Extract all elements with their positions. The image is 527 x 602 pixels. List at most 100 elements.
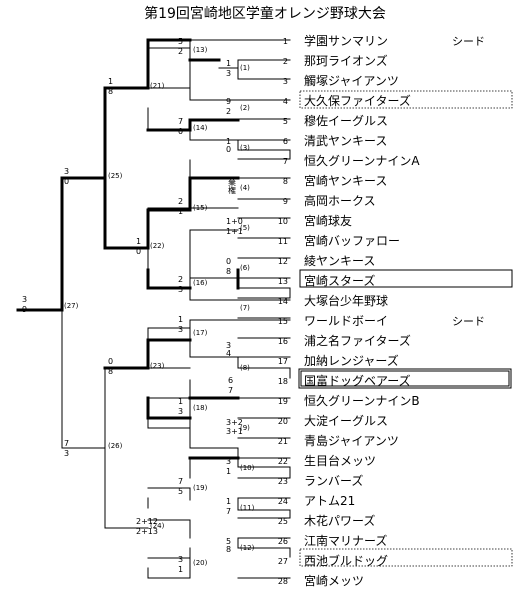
score-value: 2+13 (136, 527, 158, 536)
team-number: 15 (278, 317, 288, 326)
score-value: 7 (178, 117, 183, 126)
score-value: 8 (226, 545, 231, 554)
score-value: 1 (136, 237, 141, 246)
team-number: 28 (278, 577, 288, 586)
score-value: 8 (226, 267, 231, 276)
score-value: 1 (226, 497, 231, 506)
score-value: 3 (22, 295, 27, 304)
team-number: 12 (278, 257, 288, 266)
score-value: 9 (22, 305, 27, 314)
score-value: 0 (226, 257, 231, 266)
score-value: 2+12 (136, 517, 158, 526)
team-entry: 2 那珂ライオンズ (283, 53, 388, 68)
match-label: (27) (64, 302, 79, 310)
score-value: 0 (108, 357, 113, 366)
team-entry: 15 ワールドボーイ シード (278, 314, 485, 328)
team-entry: 16 浦之名ファイターズ (278, 333, 411, 348)
match-label: (1) (240, 64, 250, 72)
team-name: 国富ドッグベアーズ (304, 373, 411, 388)
match-label: (16) (193, 279, 208, 287)
team-number: 26 (278, 537, 288, 546)
team-name: 加納レンジャーズ (304, 353, 399, 368)
team-name: 浦之名ファイターズ (304, 333, 411, 348)
match-label: (3) (240, 144, 250, 152)
team-number: 25 (278, 517, 288, 526)
team-number: 16 (278, 337, 288, 346)
score-value: 9 (226, 97, 231, 106)
team-entry: 18 国富ドッグベアーズ (278, 373, 411, 388)
team-name: ワールドボーイ (304, 314, 388, 328)
team-name: 青島ジャイアンツ (304, 433, 399, 448)
team-number: 1 (283, 37, 288, 46)
score-value: 3 (178, 285, 183, 294)
team-highlight-box (299, 548, 513, 567)
team-name: 穆佐イーグルス (304, 113, 388, 128)
score-value: 0 (64, 177, 69, 186)
team-name: 恒久グリーンナインB (304, 394, 420, 408)
team-name: 宮崎ヤンキース (304, 173, 387, 188)
team-number: 8 (283, 177, 288, 186)
match-label: (2) (240, 104, 250, 112)
score-value: 1+0 (226, 217, 243, 226)
team-number: 9 (283, 197, 288, 206)
match-labels: (1)(2)(3)(4)(5)(6)(7)(8)(9)(10)(11)(12)(… (64, 46, 255, 567)
team-highlight-box (300, 370, 510, 387)
score-value: 3 (64, 449, 69, 458)
team-name: 宮崎スターズ (304, 273, 375, 288)
team-name: 江南マリナーズ (304, 533, 387, 548)
score-value: 5 (178, 487, 183, 496)
score-value: 0 (226, 145, 231, 154)
score-value: 1 (226, 137, 231, 146)
team-number: 17 (278, 357, 288, 366)
match-label: (6) (240, 264, 250, 272)
team-name: 大塚台少年野球 (304, 293, 388, 308)
team-number: 21 (278, 437, 288, 446)
team-name: 西池ブルドッグ (304, 553, 388, 568)
team-name: 宮崎バッファロー (304, 233, 400, 248)
seed-note: シード (452, 315, 485, 328)
team-number: 20 (278, 417, 288, 426)
match-label: (26) (108, 442, 123, 450)
team-number: 10 (278, 217, 288, 226)
team-name: アトム21 (304, 494, 355, 508)
page-title: 第19回宮崎地区学童オレンジ野球大会 (144, 5, 386, 22)
score-value: 6 (228, 376, 233, 385)
score-value: 8 (108, 367, 113, 376)
team-number: 18 (278, 377, 288, 386)
scores: 5213927010棄権211+01+110082318133467133+23… (22, 37, 243, 574)
match-label: (5) (240, 224, 250, 232)
team-name: 那珂ライオンズ (304, 53, 388, 68)
score-value: 1 (178, 565, 183, 574)
score-value: 3 (64, 167, 69, 176)
team-highlight-box (299, 269, 513, 288)
team-number: 3 (283, 77, 288, 86)
team-name: 恒久グリーンナインA (304, 154, 420, 168)
score-value: 1+1 (226, 227, 243, 236)
team-name: 清武ヤンキース (304, 134, 387, 148)
match-label: (19) (193, 484, 208, 492)
score-value: 3 (178, 555, 183, 564)
match-label: (22) (150, 242, 165, 250)
match-label: (25) (108, 172, 123, 180)
score-value: 3 (226, 457, 231, 466)
score-value: 4 (226, 349, 231, 358)
score-value: 棄 (228, 177, 236, 187)
team-number: 2 (283, 57, 288, 66)
team-entry: 26 江南マリナーズ (278, 533, 388, 548)
team-number: 4 (283, 97, 288, 106)
score-value: 0 (136, 247, 141, 256)
score-value: 2 (178, 275, 183, 284)
score-value: 7 (226, 507, 231, 516)
score-value: 2 (178, 197, 183, 206)
